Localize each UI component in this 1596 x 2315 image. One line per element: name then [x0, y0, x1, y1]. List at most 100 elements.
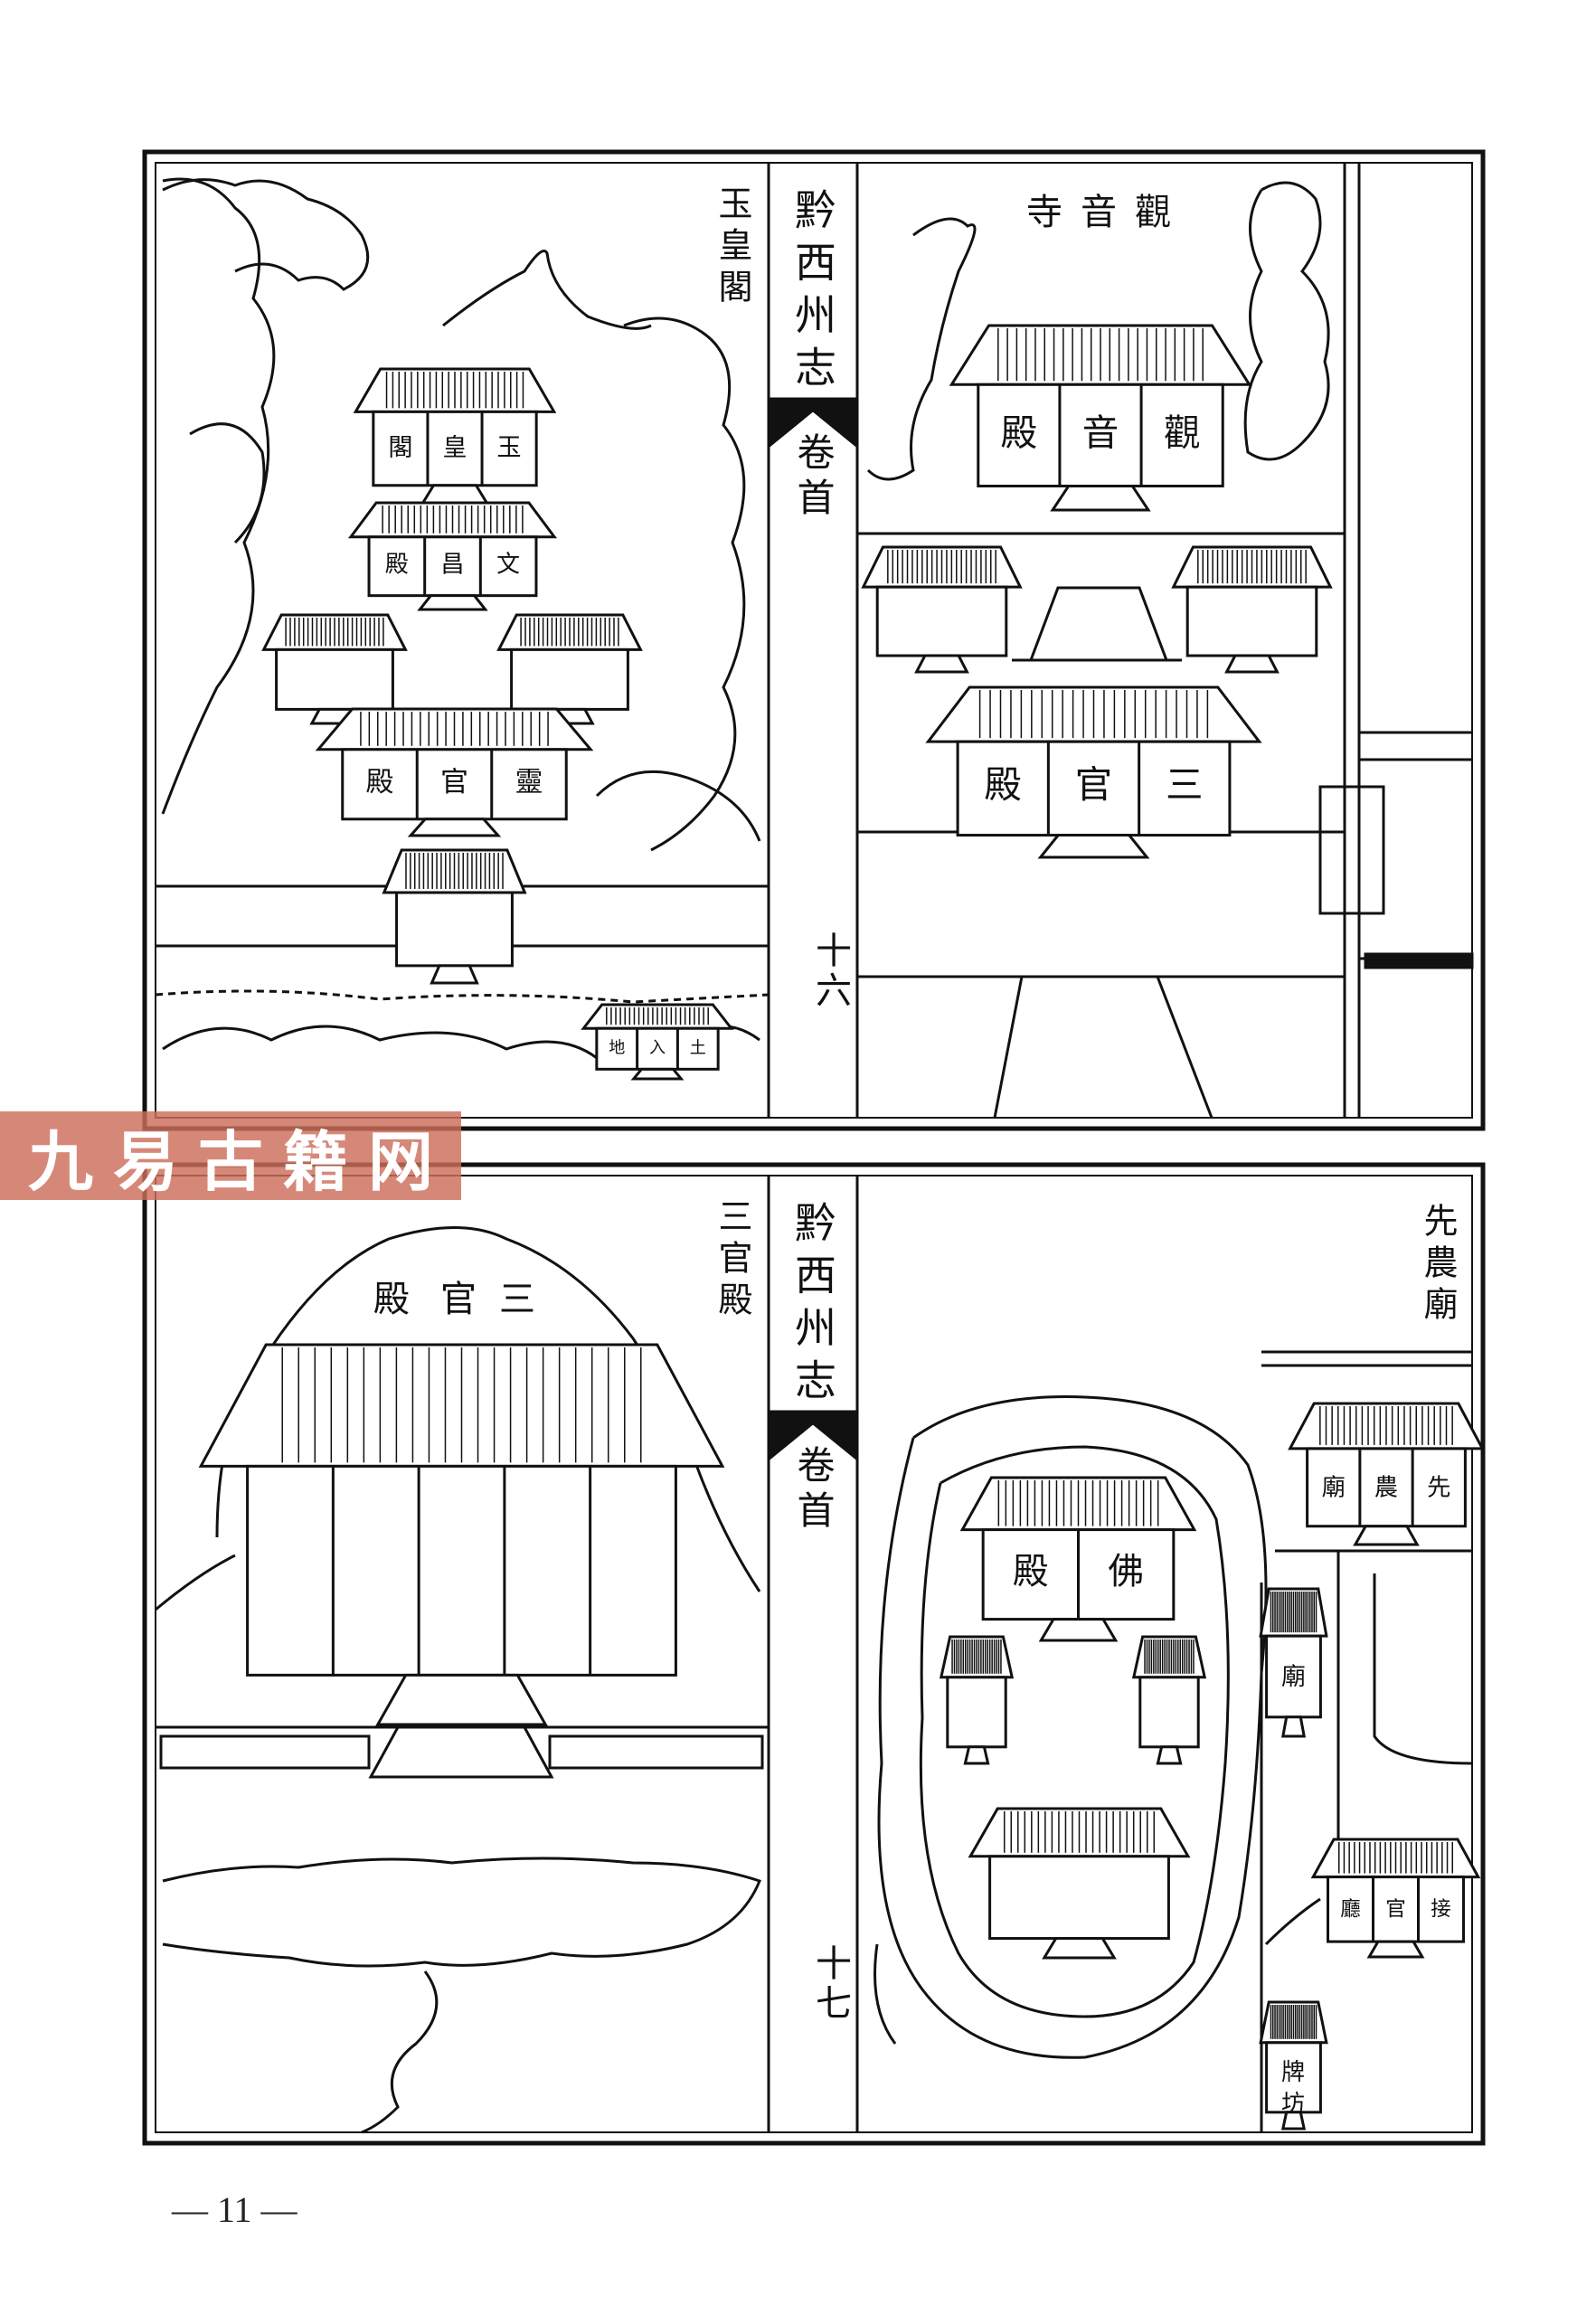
- steps: [1050, 484, 1151, 512]
- steps: [1037, 834, 1150, 859]
- building-sanguan-hall: [925, 685, 1262, 859]
- steps: [375, 1673, 548, 1726]
- steps: [1038, 1618, 1119, 1642]
- building-buddha-hall: [959, 1476, 1197, 1642]
- rock-cliff-left: [161, 177, 276, 815]
- hall-wall: [1138, 1676, 1200, 1749]
- building-plaque: 觀音殿: [1001, 411, 1245, 455]
- hall-wall: [977, 383, 1224, 487]
- steps: [1280, 2111, 1307, 2131]
- watermark-char: 网: [367, 1123, 433, 1200]
- building-tudi-shrine: [581, 1003, 734, 1081]
- courtyard-stairs: [1028, 586, 1169, 662]
- steps: [1042, 1937, 1117, 1960]
- hall-wall: [1185, 585, 1318, 657]
- steps: [1156, 1745, 1183, 1765]
- steps: [630, 1067, 685, 1081]
- moat-inner: [919, 1445, 1230, 2018]
- building-small-shrine: [1259, 1587, 1328, 1738]
- side-hall: [1171, 545, 1333, 674]
- hall-wall: [1306, 1447, 1467, 1528]
- steps: [1224, 654, 1280, 674]
- building-sanguan-hall-large: [198, 1343, 725, 1726]
- hall-wall: [367, 535, 538, 598]
- side-wing: [261, 613, 408, 725]
- building-reception-hall: [1310, 1838, 1481, 1959]
- hall-wall: [1265, 1634, 1322, 1719]
- building-xiannong-temple: [1288, 1402, 1485, 1546]
- scene-title: 三官殿: [713, 1198, 752, 1323]
- hall-wall: [246, 1464, 677, 1677]
- taihu-rock: [866, 217, 977, 481]
- steps: [1280, 1715, 1307, 1738]
- tree-cluster: [162, 178, 370, 291]
- folio-number: 十七: [809, 1944, 851, 2024]
- hall-wall: [946, 1676, 1007, 1749]
- pond: [162, 1857, 761, 1968]
- rock-cliff-right: [623, 317, 746, 852]
- gate-house: [382, 848, 527, 985]
- steps: [1366, 1940, 1425, 1959]
- scene-caption-char: 三: [499, 1279, 535, 1320]
- front-steps: [368, 1725, 554, 1779]
- building-plaque-char: 佛: [1108, 1551, 1144, 1592]
- watermark-banner: 九 易 古 籍 网: [0, 1111, 461, 1200]
- building-plaque-char: 殿: [1013, 1551, 1049, 1592]
- scene-caption-char: 官: [440, 1279, 477, 1320]
- building-plaque-char: 地: [609, 1038, 625, 1057]
- steps: [420, 484, 489, 505]
- hall-wall: [875, 585, 1008, 657]
- building-plaque: 三官殿: [985, 763, 1257, 807]
- watermark-char: 古: [197, 1123, 263, 1200]
- steps: [914, 654, 969, 674]
- building-plaque-char: 廟: [1281, 1663, 1306, 1691]
- side-wing: [496, 613, 643, 725]
- gate-house: [968, 1807, 1191, 1960]
- fishtail-mark: [768, 397, 858, 449]
- watermark-char: 易: [112, 1123, 178, 1200]
- hall-wall: [956, 740, 1232, 837]
- building-lingguan-hall: [315, 707, 594, 837]
- scene-caption-char: 殿: [373, 1279, 410, 1320]
- memorial-archway: [1259, 2000, 1328, 2131]
- archway-plaque-char: 坊: [1281, 2091, 1305, 2118]
- hall-wall: [595, 1026, 720, 1071]
- stone-platform: [159, 1734, 371, 1770]
- steps: [1353, 1525, 1420, 1546]
- stepping-stones: [361, 1970, 439, 2134]
- moat-outer: [877, 1395, 1268, 2059]
- watermark-char: 九: [27, 1123, 93, 1200]
- archway-plaque-char: 牌: [1281, 2059, 1305, 2086]
- bottom-panel-border: [142, 1162, 1486, 2146]
- volume-label: 卷首: [791, 1445, 836, 1535]
- top-panel-border: [142, 149, 1486, 1131]
- side-wing: [1131, 1635, 1207, 1765]
- road-stairs: [857, 975, 1345, 1119]
- steps: [407, 817, 502, 837]
- watermark-char: 籍: [282, 1123, 348, 1200]
- hall-wall: [395, 891, 514, 968]
- building-plaque: 接官廳: [1340, 1898, 1476, 1922]
- building-plaque-char: 入: [649, 1038, 666, 1057]
- scene-title: 先農廟: [1418, 1203, 1458, 1328]
- book-title: 黔西州志: [789, 1201, 837, 1411]
- scene-title: 玉皇閣: [713, 185, 752, 310]
- hall-wall: [1327, 1876, 1465, 1943]
- signboard: [1318, 785, 1385, 915]
- scene-title-char: 寺: [1026, 192, 1062, 233]
- building-wenchang-hall: [347, 501, 558, 611]
- book-title: 黔西州志: [789, 188, 837, 398]
- folio-number: 十六: [809, 931, 851, 1011]
- side-wing: [939, 1635, 1015, 1765]
- mountain-peak: [442, 250, 652, 330]
- scene-title-char: 觀: [1135, 192, 1171, 233]
- steps: [430, 964, 479, 985]
- steps: [963, 1745, 990, 1765]
- building-plaque: 先農廟: [1322, 1474, 1480, 1501]
- page-number: — 11 —: [172, 2189, 297, 2230]
- fishtail-mark: [768, 1410, 858, 1462]
- taihu-rock: [1243, 181, 1330, 461]
- building-plaque: 玉皇閣: [388, 434, 551, 462]
- building-plaque: 文昌殿: [385, 552, 552, 579]
